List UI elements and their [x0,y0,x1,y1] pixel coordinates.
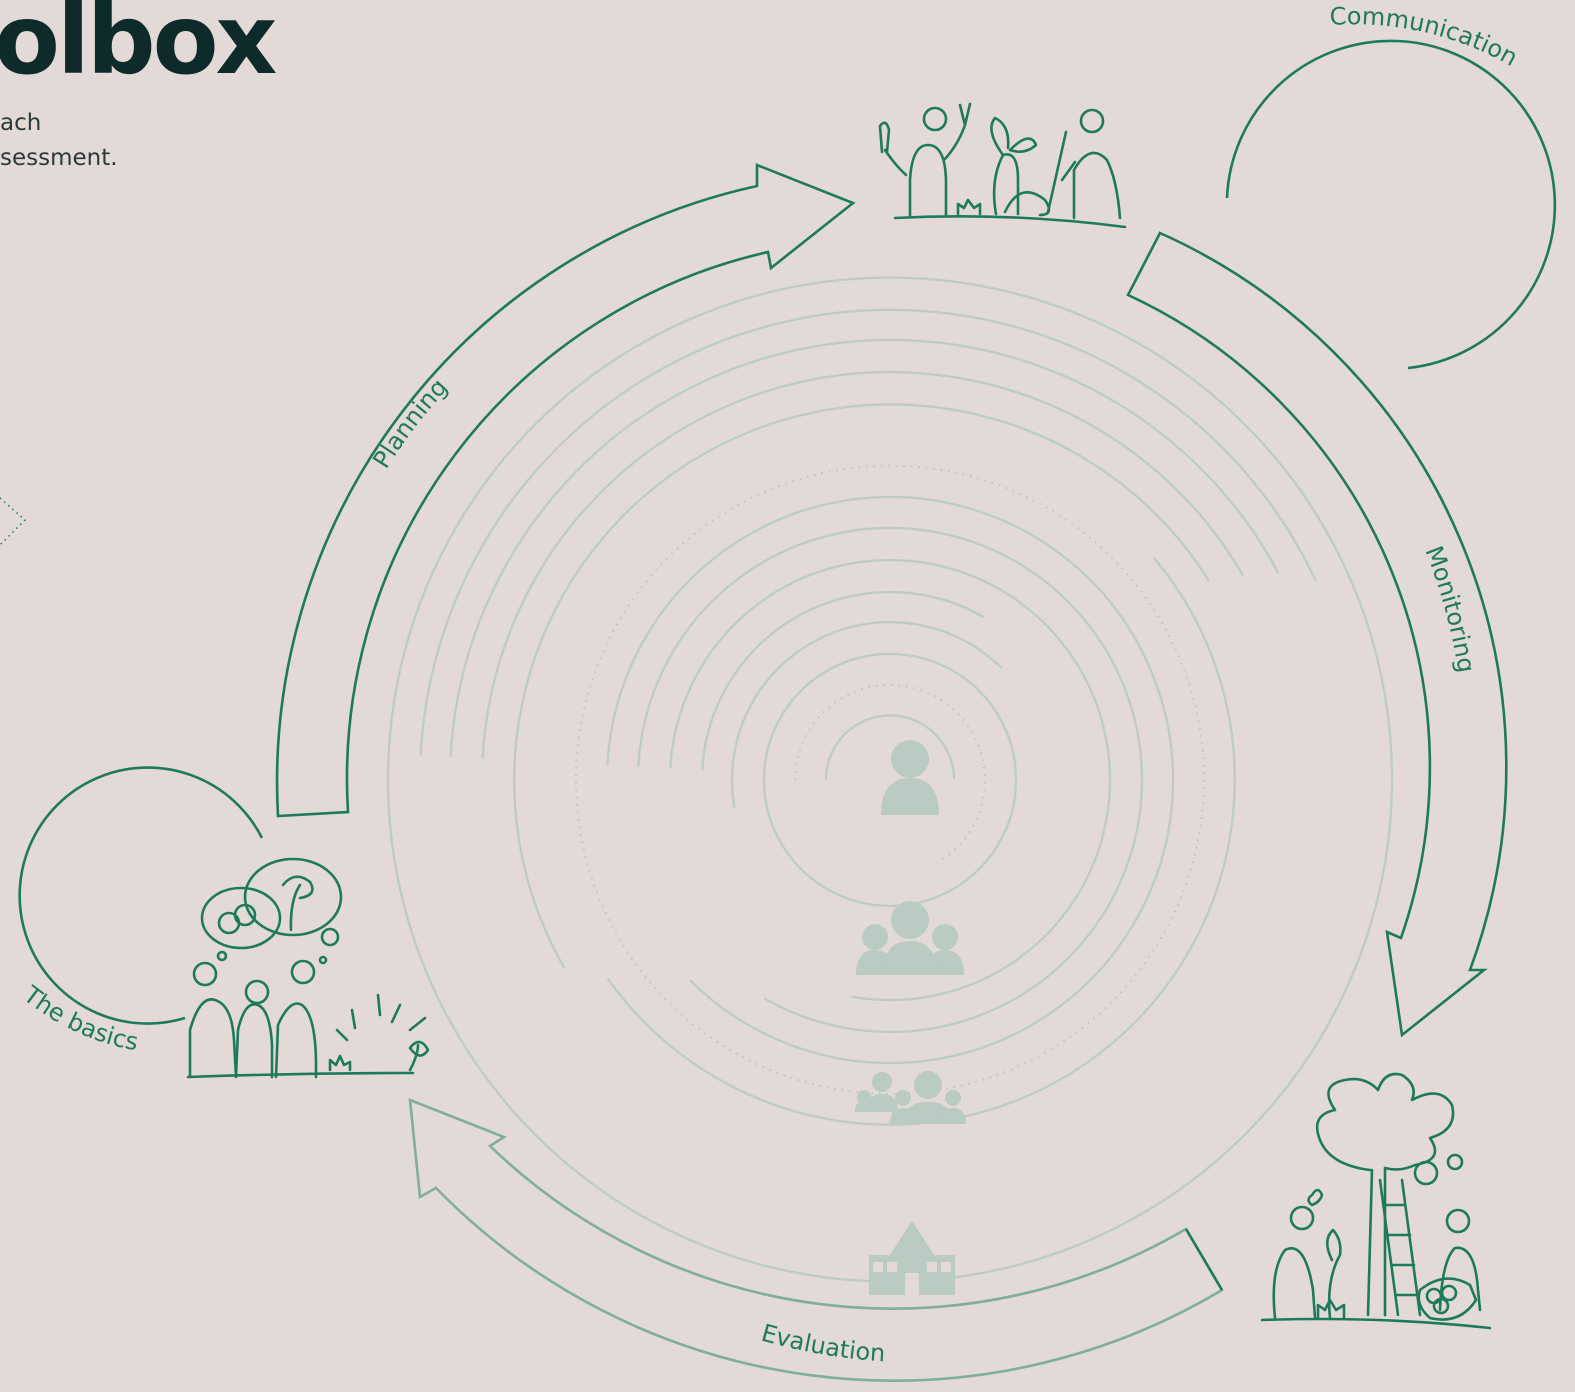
ring-arc [701,590,985,771]
ring-arc [637,526,1144,1034]
evaluation-tree-illustration [1260,1072,1492,1330]
ring-arc [449,338,1280,758]
dotted-corner-decoration [0,497,27,546]
basics-circle [18,766,264,1025]
planning-people-illustration [878,102,1127,229]
ring-arc [386,276,1394,1283]
ring-arc [481,370,1245,759]
ring-arc [669,558,1112,1002]
group-icon[interactable] [856,901,964,975]
basics-people-illustration [186,857,430,1079]
stage-label-monitoring[interactable]: Monitoring [1419,542,1480,674]
ring-arc [824,714,956,781]
ring-arc [762,652,1018,908]
intro-text-line-1: ach [0,110,42,136]
ring-arc [730,620,1003,808]
person-icon[interactable] [881,740,939,815]
stage-label-communication[interactable]: Communication [1329,2,1522,72]
ring-arc [513,403,1210,969]
ring-arc [419,308,1318,756]
communication-circle [1225,39,1557,370]
evaluation-arrow [408,1098,1224,1382]
stage-label-planning[interactable]: Planning [367,373,453,473]
monitoring-arrow [1126,231,1508,1038]
ring-arc [606,495,1175,1065]
ring-arc [794,684,986,864]
intro-text-line-2: sessment. [0,145,118,171]
stage-label-evaluation[interactable]: Evaluation [758,1319,886,1368]
planning-arrow [275,163,856,818]
concentric-rings [386,276,1394,1283]
stage-label-the-basics[interactable]: The basics [18,980,141,1056]
ring-arc [606,557,1236,1126]
community-icon[interactable] [855,1071,966,1124]
evaluation-arrow-head-accent [1184,1228,1224,1291]
page-title: olbox [0,0,277,96]
building-icon[interactable] [869,1221,955,1295]
